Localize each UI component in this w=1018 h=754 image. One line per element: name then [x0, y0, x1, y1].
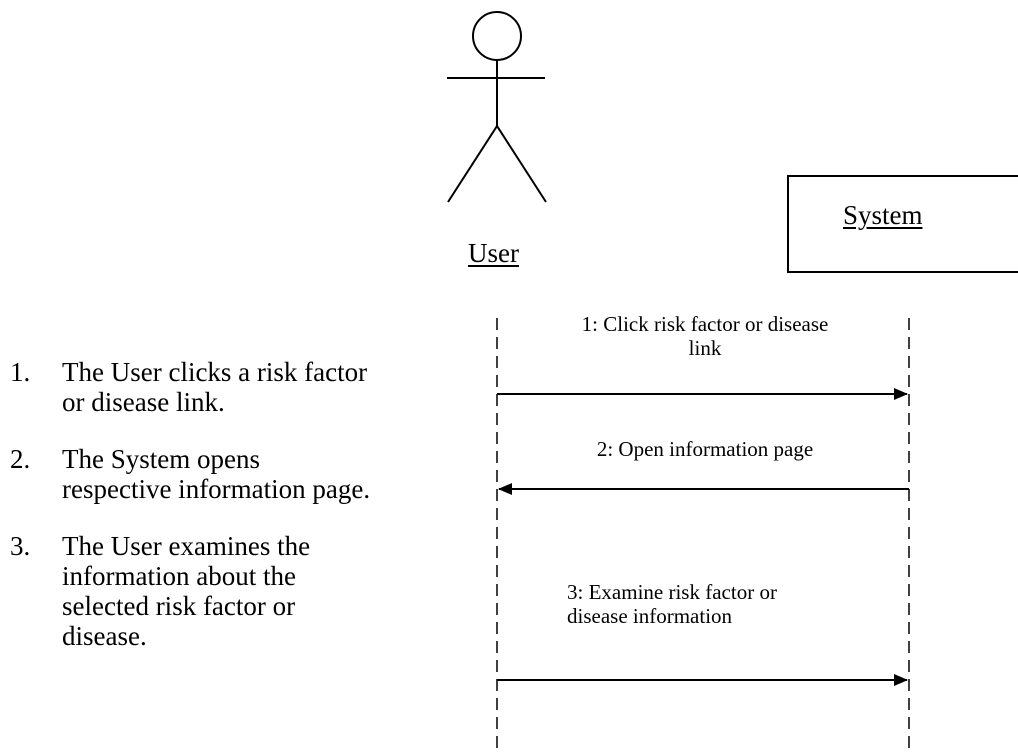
- message-label-1: 1: Click risk factor or disease link: [520, 312, 890, 360]
- step-text-line: The System opens: [62, 444, 260, 474]
- system-label: System: [843, 200, 923, 230]
- step-text-line: respective information page.: [62, 474, 371, 504]
- actor-head: [472, 11, 522, 61]
- step-text-line: The User clicks a risk factor: [62, 357, 368, 387]
- step-number: 1.: [10, 357, 31, 387]
- step-number: 3.: [10, 531, 31, 561]
- message-label-3: 3: Examine risk factor or disease inform…: [567, 580, 777, 628]
- user-actor-icon: [447, 11, 547, 203]
- message-label-2: 2: Open information page: [520, 437, 890, 461]
- step-text-line: disease.: [62, 621, 147, 651]
- message-text: Examine risk factor or: [588, 580, 777, 604]
- message-text: Click risk factor or disease: [603, 312, 829, 336]
- step-text-line: The User examines the: [62, 531, 311, 561]
- system-box: [787, 175, 1018, 273]
- step-list: 1. The User clicks a risk factor or dise…: [10, 357, 370, 678]
- message-text-line2: link: [688, 336, 722, 360]
- actor-right-leg: [496, 125, 547, 203]
- step-number: 2.: [10, 444, 31, 474]
- step-text-line: information about the: [62, 561, 296, 591]
- step-item: 3. The User examines the information abo…: [10, 531, 370, 651]
- step-text-line: selected risk factor or: [62, 591, 296, 621]
- message-text-line2: disease information: [567, 604, 733, 628]
- message-number: 2:: [596, 437, 614, 461]
- step-item: 2. The System opens respective informati…: [10, 444, 370, 504]
- message-text: Open information page: [618, 437, 814, 461]
- message-number: 1:: [581, 312, 598, 336]
- actor-left-leg: [447, 125, 498, 203]
- step-item: 1. The User clicks a risk factor or dise…: [10, 357, 370, 417]
- actor-label: User: [468, 238, 519, 268]
- step-text-line: or disease link.: [62, 387, 225, 417]
- message-number: 3:: [567, 580, 584, 604]
